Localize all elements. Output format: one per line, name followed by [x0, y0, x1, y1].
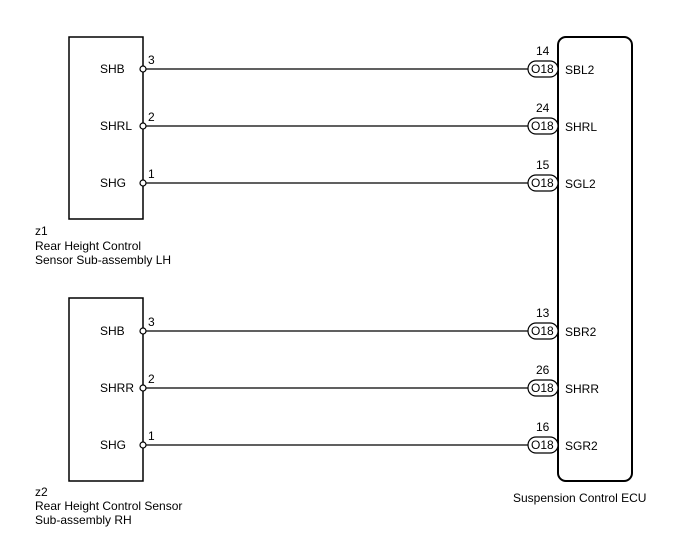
ecu-connector-code: O18	[531, 176, 554, 190]
ecu-pin-number: 26	[536, 363, 550, 377]
ecu-terminal-name: SBL2	[565, 63, 595, 77]
sensor-lh-terminal-name: SHG	[100, 176, 127, 190]
ecu-terminal-name: SHRL	[565, 120, 598, 134]
sensor-rh-terminal-name: SHG	[100, 438, 127, 452]
ecu-pin-number: 13	[536, 306, 550, 320]
ecu-connector-code: O18	[531, 62, 554, 76]
ecu-terminal-name: SGR2	[565, 439, 598, 453]
sensor-lh-terminal-name: SHRL	[100, 119, 133, 133]
sensor-rh-terminal-name: SHRR	[100, 381, 135, 395]
ecu-terminal-name: SHRR	[565, 382, 600, 396]
sensor-lh-pin-number: 2	[148, 110, 155, 124]
sensor-lh-pin-number: 1	[148, 167, 155, 181]
ecu-terminal-name: SGL2	[565, 177, 596, 191]
sensor-lh-name-line2: Sensor Sub-assembly LH	[35, 253, 172, 267]
ecu-connector-code: O18	[531, 119, 554, 133]
sensor-rh-code: z2	[35, 485, 48, 499]
sensor-lh-terminal-name: SHB	[100, 62, 125, 76]
ecu-pin-number: 14	[536, 44, 550, 58]
terminal-dot	[139, 441, 147, 449]
connector-oval	[527, 322, 559, 340]
sensor-rh-pin-number: 2	[148, 372, 155, 386]
sensor-rh-terminal-name: SHB	[100, 324, 125, 338]
sensor-lh-name-line1: Rear Height Control	[35, 239, 142, 253]
connector-oval	[527, 379, 559, 397]
terminal-dot	[139, 327, 147, 335]
sensor-lh-pin-number: 3	[148, 53, 155, 67]
connector-oval	[527, 436, 559, 454]
terminal-dot	[139, 384, 147, 392]
terminal-dot	[139, 179, 147, 187]
ecu-pin-number: 15	[536, 158, 550, 172]
terminal-dot	[139, 65, 147, 73]
sensor-rh-pin-number: 1	[148, 429, 155, 443]
ecu-box	[557, 36, 633, 482]
connector-oval	[527, 174, 559, 192]
sensor-lh-code: z1	[35, 224, 48, 238]
connector-oval	[527, 60, 559, 78]
ecu-connector-code: O18	[531, 324, 554, 338]
connector-oval	[527, 117, 559, 135]
ecu-connector-code: O18	[531, 438, 554, 452]
ecu-pin-number: 16	[536, 420, 550, 434]
sensor-rh-pin-number: 3	[148, 315, 155, 329]
ecu-name: Suspension Control ECU	[513, 491, 647, 505]
sensor-rh-name-line2: Sub-assembly RH	[35, 513, 132, 527]
ecu-pin-number: 24	[536, 101, 550, 115]
terminal-dot	[139, 122, 147, 130]
ecu-connector-code: O18	[531, 381, 554, 395]
sensor-rh-name-line1: Rear Height Control Sensor	[35, 499, 183, 513]
ecu-terminal-name: SBR2	[565, 325, 597, 339]
